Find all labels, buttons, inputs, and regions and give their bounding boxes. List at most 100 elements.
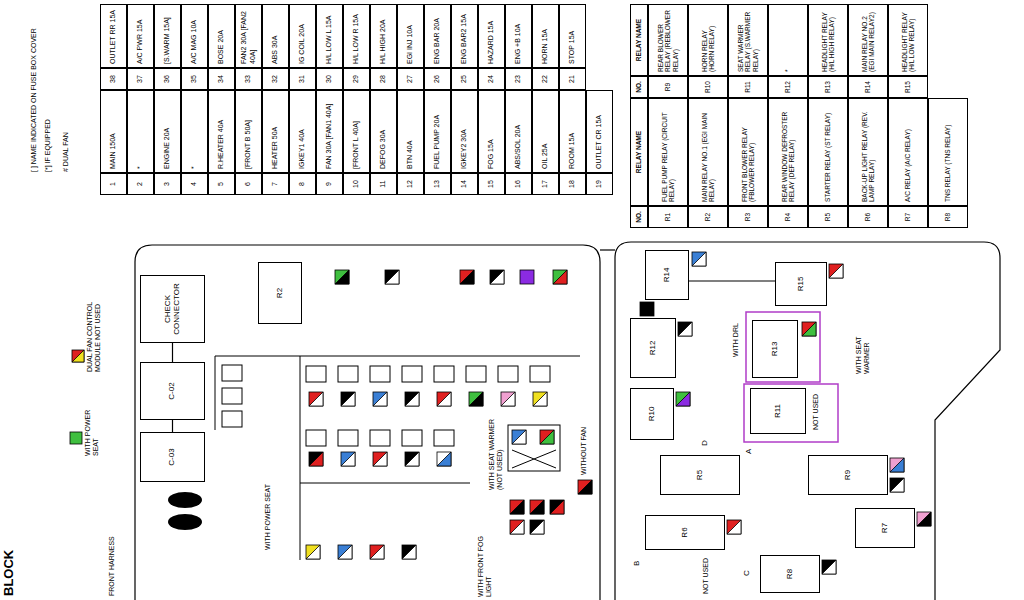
fuse-number: 32 bbox=[271, 75, 279, 83]
callout-label: WITH POWER SEAT bbox=[264, 484, 271, 550]
fuse-table-cell: 25 bbox=[451, 68, 478, 90]
fuse-name: ROOM 15A bbox=[568, 133, 576, 169]
relay-name: FUEL PUMP RELAY (CIRCUIT RELAY) bbox=[661, 102, 676, 202]
fuse-table-cell: 35 bbox=[181, 68, 208, 90]
relay-number: R12 bbox=[784, 81, 791, 93]
relay-number: R4 bbox=[784, 213, 791, 221]
relay-table-cell: R8 bbox=[928, 206, 968, 228]
note-text: [*] IF EQUIPPED bbox=[44, 119, 51, 172]
fuse-table-cell: OUTLET CR 15A bbox=[586, 90, 613, 173]
relay-name: FRONT BLOWER RELAY (FBLOWER RELAY) bbox=[741, 102, 756, 202]
callout-label: FRONT HARNESS bbox=[108, 520, 116, 596]
fuse-table-cell: MAIN 150A bbox=[100, 90, 127, 173]
fuse-number: 4 bbox=[190, 182, 198, 186]
relay-number: R9 bbox=[664, 83, 671, 91]
fuse-name: H/L LOW R 15A bbox=[352, 14, 360, 64]
fuse-number: 9 bbox=[325, 182, 333, 186]
fuse-number: 2 bbox=[136, 182, 144, 186]
node-text: R5 bbox=[696, 470, 705, 480]
fuse-table-cell: [S.WARM 15A] bbox=[154, 4, 181, 68]
fuse-number: 23 bbox=[514, 75, 522, 83]
fuse-table-cell: 31 bbox=[289, 68, 316, 90]
relay-table-header: RELAY NAME bbox=[630, 4, 648, 76]
fuse-number: 21 bbox=[568, 75, 576, 83]
fuse-table-cell: 28 bbox=[370, 68, 397, 90]
relay-table-cell: R12 bbox=[768, 76, 808, 98]
fuse-number: 17 bbox=[541, 180, 549, 188]
fuse-table-cell: 36 bbox=[154, 68, 181, 90]
relay-table-header: RELAY NAME bbox=[630, 98, 648, 206]
fuse-name: ENG +B 10A bbox=[514, 24, 522, 64]
relay-name: A/C RELAY (A/C RELAY) bbox=[904, 129, 911, 202]
relay-name: HEADLIGHT RELAY (H/L LOW RELAY) bbox=[901, 8, 916, 72]
callout-label: WITH SEAT WARMER bbox=[855, 312, 871, 374]
callout-label: B bbox=[632, 561, 641, 566]
fuse-table-cell: 22 bbox=[532, 68, 559, 90]
note-text: # DUAL FAN bbox=[62, 4, 70, 172]
relay-table-cell: R2 bbox=[688, 206, 728, 228]
fuse-table-cell: BTN 40A bbox=[397, 90, 424, 173]
fuse-slot bbox=[222, 365, 560, 471]
fuse-name: HEATER 50A bbox=[271, 127, 279, 169]
fuse-table-cell: 9 bbox=[316, 173, 343, 195]
relay-number: R13 bbox=[824, 81, 831, 93]
fuse-table-cell: OUTLET RR 15A bbox=[100, 4, 127, 68]
fuse-table-cell: 23 bbox=[505, 68, 532, 90]
callout-label: D bbox=[700, 440, 709, 446]
fuse-table-cell: [FRONT L 40A] bbox=[343, 90, 370, 173]
node-text: C-03 bbox=[168, 448, 177, 465]
relay-table-cell: STARTER RELAY (ST RELAY) bbox=[808, 98, 848, 206]
node-text: R14 bbox=[663, 268, 672, 283]
fuse-table-cell: 13 bbox=[424, 173, 451, 195]
fuse-number: 34 bbox=[217, 75, 225, 83]
relay-box: R5 bbox=[660, 455, 740, 495]
fuse-name: BTN 40A bbox=[406, 141, 414, 169]
fuse-number: 19 bbox=[595, 180, 603, 188]
relay-table-cell: R11 bbox=[728, 76, 768, 98]
bus-rail bbox=[215, 356, 580, 560]
callout-label: FRONT HARNESS bbox=[108, 536, 115, 596]
fuse-table-cell: * bbox=[181, 90, 208, 173]
fuse-number: 35 bbox=[190, 75, 198, 83]
relay-table-cell: TNS RELAY (TNS RELAY) bbox=[928, 98, 968, 206]
relay-table-cell: HEADLIGHT RELAY (H/L LOW RELAY) bbox=[888, 4, 928, 76]
fuse-number: 10 bbox=[352, 180, 360, 188]
fuse-table-cell: ENG BAR 20A bbox=[424, 4, 451, 68]
fuse-table-cell: A/C MAG 10A bbox=[181, 4, 208, 68]
fuse-number: 1 bbox=[109, 182, 117, 186]
fuse-name: HAZARD 15A bbox=[487, 21, 495, 64]
fuse-table-cell: 5 bbox=[208, 173, 235, 195]
fuse-table-cell: ENG BAR2 15A bbox=[451, 4, 478, 68]
fuse-table-cell: 7 bbox=[262, 173, 289, 195]
fuse-name: OIL 25A bbox=[541, 144, 549, 169]
fuse-number: 7 bbox=[271, 182, 279, 186]
fuse-table-cell: 16 bbox=[505, 173, 532, 195]
relay-box: R10 bbox=[630, 388, 674, 440]
relay-box: R2 bbox=[258, 262, 302, 324]
connector-box: CHECK CONNECTOR bbox=[140, 275, 205, 343]
fuse-table-cell: BOSE 20A bbox=[208, 4, 235, 68]
note-text: # DUAL FAN bbox=[62, 132, 69, 172]
relay-box: R11 bbox=[750, 388, 806, 434]
relay-name: HORN RELAY (HORN RELAY) bbox=[701, 8, 716, 72]
callout-label: WITH FRONT FOG LIGHT bbox=[477, 536, 492, 597]
relay-name: TNS RELAY (TNS RELAY) bbox=[944, 125, 951, 202]
fuse-table-cell: DEFOG 30A bbox=[370, 90, 397, 173]
fuse-number: 18 bbox=[568, 180, 576, 188]
fuse-number: 24 bbox=[487, 75, 495, 83]
relay-number: R10 bbox=[704, 81, 711, 93]
relay-number: R5 bbox=[824, 213, 831, 221]
fuse-table-cell: 27 bbox=[397, 68, 424, 90]
note-text: [ ] NAME INDICATED ON FUSE BOX COVER bbox=[30, 28, 37, 172]
callout-label: WITH POWER SEAT bbox=[84, 410, 99, 456]
note-text: [ ] NAME INDICATED ON FUSE BOX COVER bbox=[30, 4, 38, 172]
callout-label: WITH DRL bbox=[732, 315, 740, 357]
fuse-number: 36 bbox=[163, 75, 171, 83]
fuse-name: ABS 30A bbox=[271, 36, 279, 64]
diagram-title-text: BLOCK bbox=[1, 550, 16, 596]
callout-label: WITH SEAT WARMER (NOT USED) bbox=[488, 419, 503, 490]
fuse-color-square bbox=[70, 252, 931, 574]
fuse-table-cell: ABS/SOL 20A bbox=[505, 90, 532, 173]
relay-box: R14 bbox=[645, 250, 689, 300]
